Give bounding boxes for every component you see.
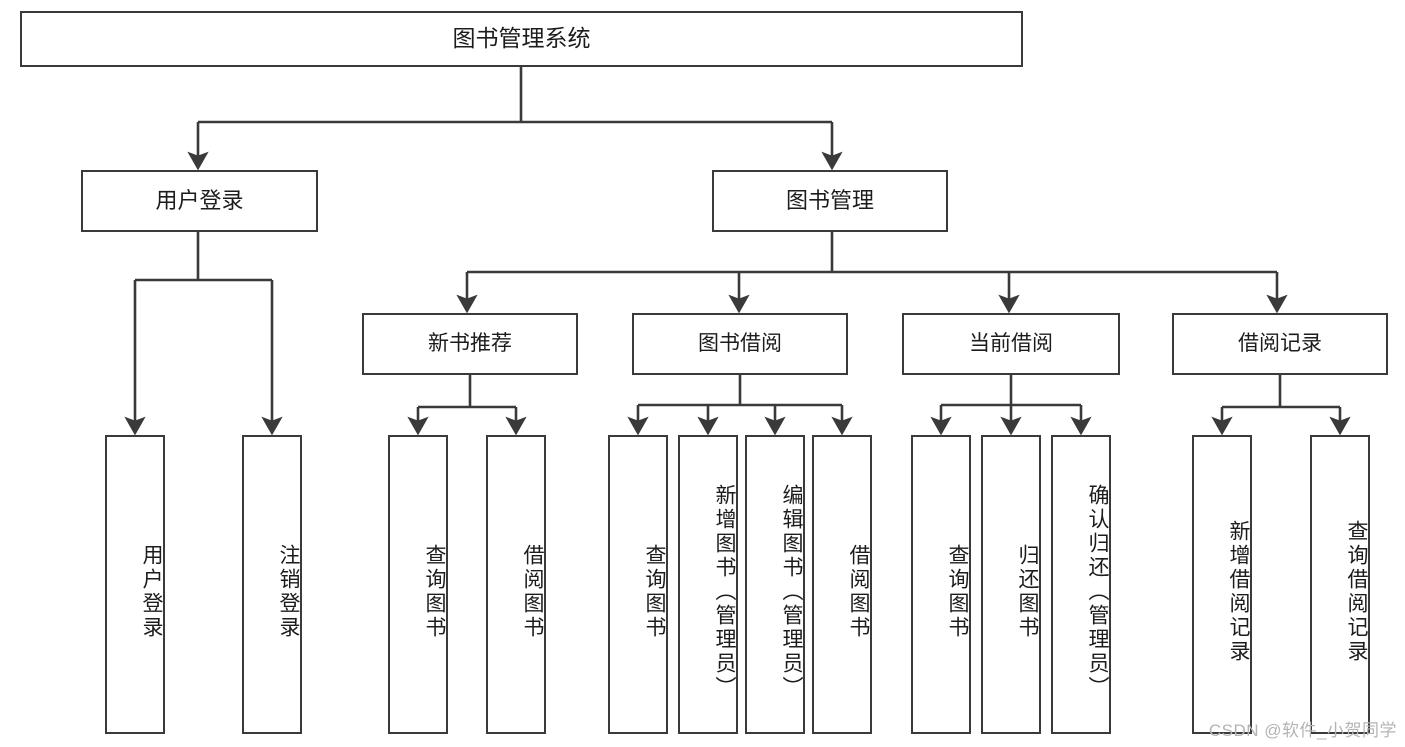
leaf-edit-book-admin[interactable]: 编辑图书（管理员）: [745, 435, 805, 734]
watermark: CSDN @软件_小贺同学: [1208, 721, 1397, 740]
leaf-borrow-book-recommend-label: 借阅图书: [521, 543, 544, 640]
node-new-book-recommend[interactable]: 新书推荐: [362, 313, 578, 375]
node-borrow-records[interactable]: 借阅记录: [1172, 313, 1388, 375]
node-book-management[interactable]: 图书管理: [712, 170, 948, 232]
node-book-borrow-label: 图书借阅: [698, 332, 782, 356]
leaf-query-book-borrow[interactable]: 查询图书: [608, 435, 668, 734]
leaf-return-book-label: 归还图书: [1016, 543, 1039, 640]
leaf-borrow-book-label: 借阅图书: [847, 543, 870, 640]
node-user-login-label: 用户登录: [155, 187, 244, 213]
leaf-logout-label: 注销登录: [277, 543, 300, 640]
leaf-edit-book-admin-label: 编辑图书（管理员）: [780, 483, 803, 700]
leaf-user-login-label: 用户登录: [140, 543, 163, 640]
node-root[interactable]: 图书管理系统: [20, 11, 1023, 67]
leaf-logout[interactable]: 注销登录: [242, 435, 302, 734]
leaf-query-book-borrow-label: 查询图书: [643, 543, 666, 640]
leaf-add-book-admin-label: 新增图书（管理员）: [713, 483, 736, 700]
leaf-return-book[interactable]: 归还图书: [981, 435, 1041, 734]
node-root-label: 图书管理系统: [452, 25, 591, 52]
leaf-add-borrow-record[interactable]: 新增借阅记录: [1192, 435, 1252, 734]
leaf-borrow-book-recommend[interactable]: 借阅图书: [486, 435, 546, 734]
leaf-confirm-return-admin[interactable]: 确认归还（管理员）: [1051, 435, 1111, 734]
node-current-borrow[interactable]: 当前借阅: [902, 313, 1120, 375]
node-user-login[interactable]: 用户登录: [81, 170, 318, 232]
leaf-query-borrow-record-label: 查询借阅记录: [1345, 519, 1368, 664]
node-new-book-recommend-label: 新书推荐: [428, 332, 512, 356]
node-current-borrow-label: 当前借阅: [969, 332, 1053, 356]
node-borrow-records-label: 借阅记录: [1238, 332, 1322, 356]
leaf-query-borrow-record[interactable]: 查询借阅记录: [1310, 435, 1370, 734]
leaf-confirm-return-admin-label: 确认归还（管理员）: [1086, 483, 1109, 700]
leaf-borrow-book[interactable]: 借阅图书: [812, 435, 872, 734]
node-book-borrow[interactable]: 图书借阅: [632, 313, 848, 375]
leaf-add-borrow-record-label: 新增借阅记录: [1227, 519, 1250, 664]
leaf-query-book-current-label: 查询图书: [946, 543, 969, 640]
leaf-add-book-admin[interactable]: 新增图书（管理员）: [678, 435, 738, 734]
leaf-user-login[interactable]: 用户登录: [105, 435, 165, 734]
leaf-query-book-recommend-label: 查询图书: [423, 543, 446, 640]
leaf-query-book-current[interactable]: 查询图书: [911, 435, 971, 734]
node-book-management-label: 图书管理: [785, 187, 874, 213]
leaf-query-book-recommend[interactable]: 查询图书: [388, 435, 448, 734]
